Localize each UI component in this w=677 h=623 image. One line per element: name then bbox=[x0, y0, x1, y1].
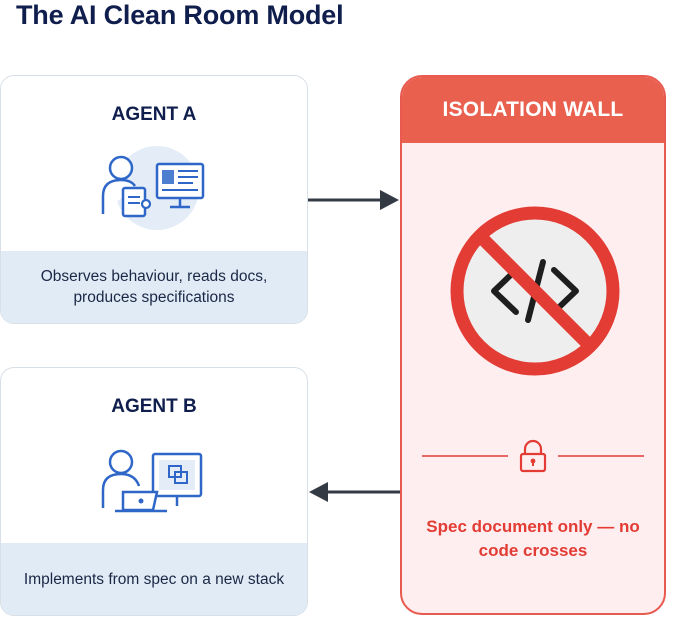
no-code-icon bbox=[450, 206, 620, 376]
arrow-left-icon bbox=[309, 482, 400, 502]
person-with-monitor-icon bbox=[101, 146, 205, 230]
isolation-wall-panel: ISOLATION WALL Spec document only — no c… bbox=[400, 75, 666, 615]
agent-b-description: Implements from spec on a new stack bbox=[1, 543, 307, 615]
lock-icon bbox=[422, 439, 644, 473]
person-with-laptop-icon bbox=[101, 449, 203, 513]
agent-b-title: AGENT B bbox=[111, 396, 197, 417]
agent-a-description: Observes behaviour, reads docs, produces… bbox=[1, 251, 307, 323]
agent-a-card: AGENT A Observes behaviour, reads docs, … bbox=[0, 75, 308, 324]
isolation-wall-title: ISOLATION WALL bbox=[402, 77, 664, 143]
agent-b-card: AGENT B Implements from spec on a new st… bbox=[0, 367, 308, 616]
page-title: The AI Clean Room Model bbox=[16, 0, 344, 30]
arrow-right-icon bbox=[308, 190, 399, 210]
wall-note: Spec document only — no code crosses bbox=[426, 517, 640, 560]
agent-a-title: AGENT A bbox=[111, 104, 197, 125]
